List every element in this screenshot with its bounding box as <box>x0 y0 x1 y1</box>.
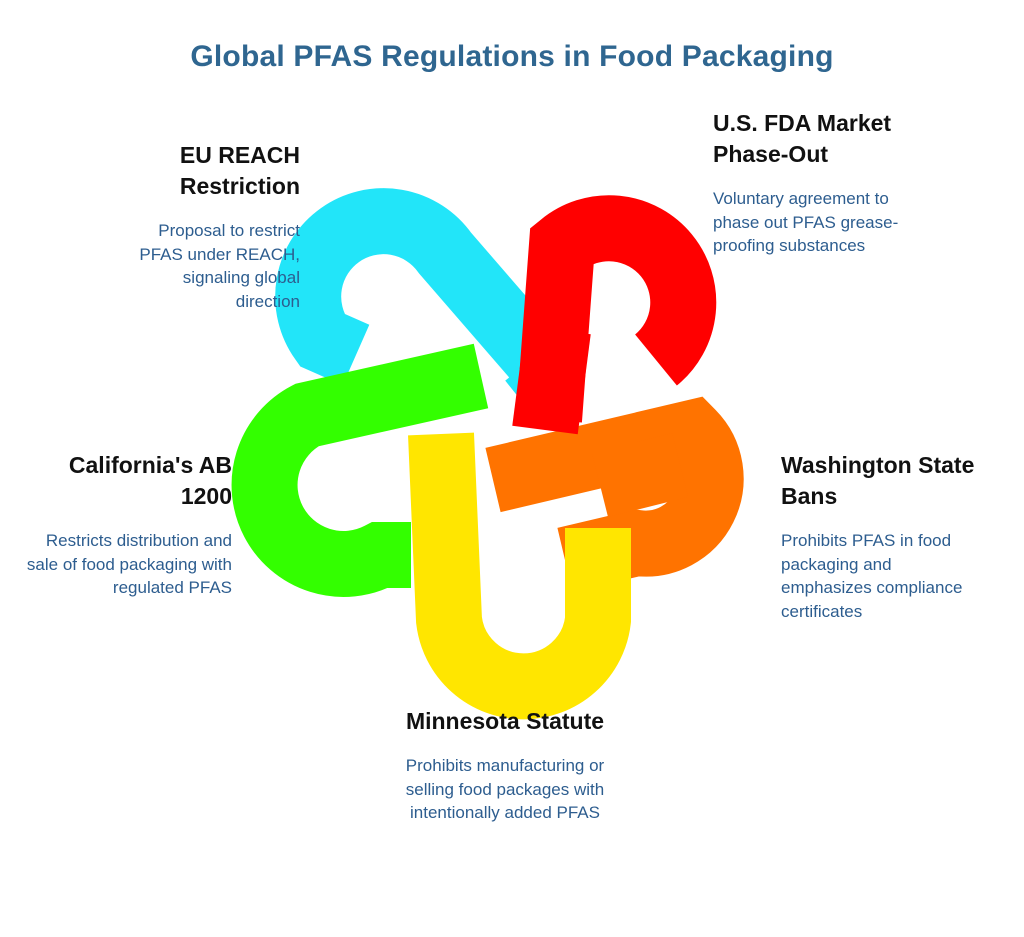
minnesota-block: Minnesota Statute Prohibits manufacturin… <box>390 706 620 825</box>
page-title: Global PFAS Regulations in Food Packagin… <box>190 40 834 73</box>
minnesota-heading: Minnesota Statute <box>405 708 605 734</box>
minnesota-description: Prohibits manufacturing or selling food … <box>405 756 605 822</box>
california-loop-shape <box>231 343 489 597</box>
washington-heading: Washington State Bans <box>781 452 975 509</box>
fda-heading: U.S. FDA Market Phase-Out <box>713 110 892 167</box>
california-heading: California's AB 1200 <box>68 452 232 509</box>
eu-description: Proposal to restrict PFAS under REACH, s… <box>139 221 300 311</box>
california-block: California's AB 1200 Restricts distribut… <box>20 450 232 600</box>
washington-block: Washington State Bans Prohibits PFAS in … <box>781 450 981 623</box>
fda-description: Voluntary agreement to phase out PFAS gr… <box>713 189 899 255</box>
fda-block: U.S. FDA Market Phase-Out Voluntary agre… <box>713 108 933 258</box>
washington-loop-shape <box>485 396 744 593</box>
california-description: Restricts distribution and sale of food … <box>26 531 232 597</box>
eu-loop-shape <box>275 188 580 402</box>
eu-heading: EU REACH Restriction <box>179 142 300 199</box>
fda-loop-shape <box>516 195 717 423</box>
minnesota-loop-shape <box>408 432 631 720</box>
washington-description: Prohibits PFAS in food packaging and emp… <box>781 531 963 621</box>
eu-block: EU REACH Restriction Proposal to restric… <box>70 140 300 313</box>
